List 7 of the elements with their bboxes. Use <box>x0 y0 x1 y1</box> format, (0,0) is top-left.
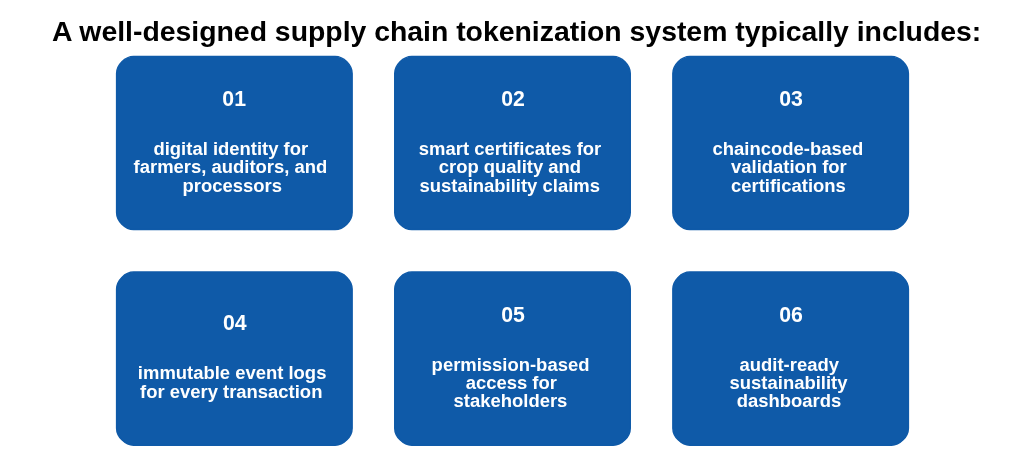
node-box: 03 chaincode-based validation for certifications <box>671 55 909 231</box>
node-box: 05 permission-based access for stakeholders <box>393 271 631 446</box>
node-box: 06 audit-ready sustainability dashboards <box>671 271 909 446</box>
node-box: 01 digital identity for farmers, auditors, and processors <box>115 55 353 231</box>
node-box: 04 immutable event logs for every transaction <box>115 271 353 446</box>
node-box: 02 smart certificates for crop quality and sustainability claims <box>393 55 631 231</box>
diagram-title: A well-designed supply chain tokenization system typically includes: <box>51 14 981 47</box>
